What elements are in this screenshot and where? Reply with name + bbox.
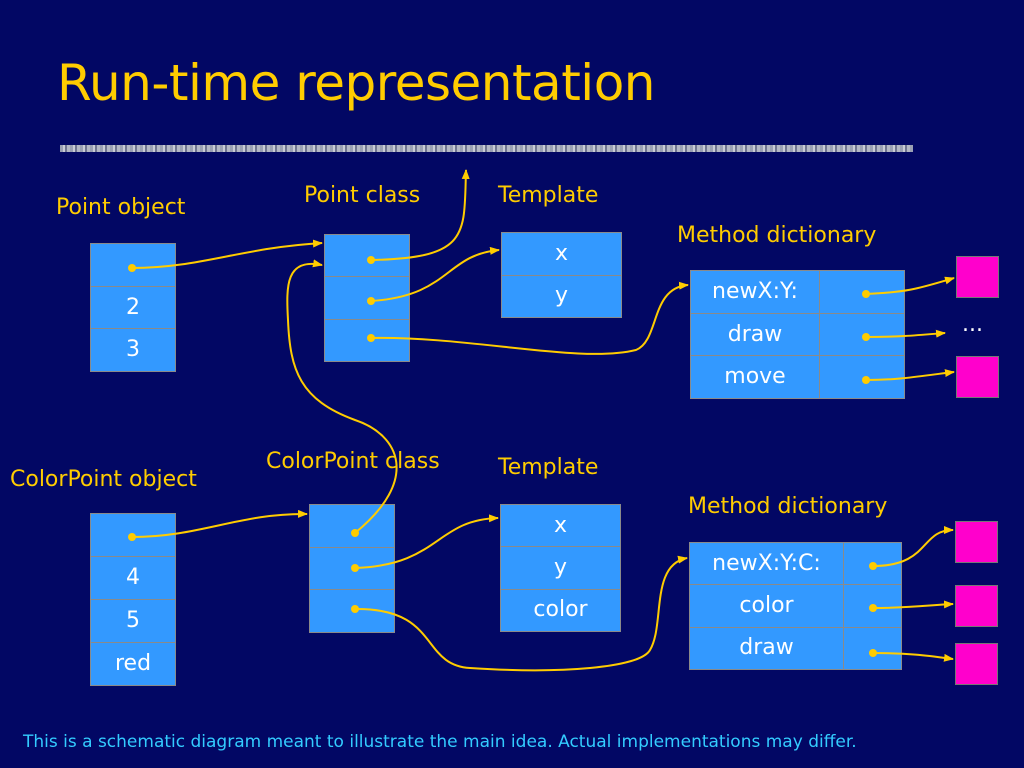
colorpoint-class-superclass-slot	[310, 505, 394, 547]
colorpoint-class	[309, 504, 395, 633]
method-entry: color	[690, 584, 901, 627]
colorpoint-object-field-color: red	[91, 642, 175, 685]
footer-note: This is a schematic diagram meant to ill…	[23, 732, 857, 752]
slide-title: Run-time representation	[57, 54, 655, 112]
method-pointer-arrow	[872, 600, 954, 609]
colorpoint-template: x y color	[500, 504, 621, 632]
class-to-methods-arrow	[354, 555, 688, 672]
method-name: draw	[690, 627, 844, 669]
template-field: y	[502, 274, 621, 317]
method-pointer-arrow	[865, 329, 946, 338]
point-object-field-y: 3	[91, 328, 175, 372]
more-methods-ellipsis: ...	[962, 312, 983, 337]
method-pointer-arrow	[865, 276, 955, 295]
method-entry: move	[691, 355, 904, 399]
colorpoint-method-dictionary: newX:Y:C: color draw	[689, 542, 902, 670]
method-code-block	[956, 356, 999, 398]
point-template: x y	[501, 232, 622, 318]
colorpoint-object-field-y: 5	[91, 599, 175, 642]
method-entry: newX:Y:C:	[690, 543, 901, 585]
method-entry: draw	[690, 626, 901, 669]
template-field: x	[502, 233, 621, 275]
template-field: y	[501, 546, 620, 589]
method-name: draw	[691, 313, 820, 356]
point-class-superclass-slot	[325, 235, 409, 277]
template-label-top: Template	[498, 183, 599, 208]
method-name: color	[690, 585, 844, 627]
method-name: move	[691, 356, 820, 399]
object-to-class-arrow	[131, 239, 323, 269]
method-code-block	[955, 585, 998, 627]
template-field: color	[501, 588, 620, 631]
method-pointer-arrow	[872, 526, 954, 567]
class-to-template-arrow	[354, 514, 499, 569]
template-label-bottom: Template	[498, 455, 599, 480]
point-object-field-x: 2	[91, 285, 175, 329]
method-pointer-arrow	[872, 652, 954, 662]
title-divider	[60, 145, 913, 152]
object-to-class-arrow	[131, 509, 308, 538]
superclass-arrow	[370, 169, 470, 261]
class-to-methods-arrow	[370, 281, 689, 355]
template-field: x	[501, 505, 620, 547]
point-class-label: Point class	[304, 183, 421, 208]
method-dictionary-label-top: Method dictionary	[677, 223, 877, 248]
method-name: newX:Y:C:	[690, 543, 844, 585]
method-dictionary-label-bottom: Method dictionary	[688, 494, 888, 519]
class-to-template-arrow	[370, 246, 500, 302]
method-pointer-arrow	[865, 369, 955, 381]
method-code-block	[956, 256, 999, 298]
method-code-block	[955, 521, 998, 563]
method-name: newX:Y:	[691, 271, 820, 313]
method-code-block	[955, 643, 998, 685]
point-object: 2 3	[90, 243, 176, 372]
colorpoint-object-field-x: 4	[91, 556, 175, 599]
colorpoint-object: 4 5 red	[90, 513, 176, 686]
colorpoint-object-label: ColorPoint object	[10, 467, 197, 492]
point-object-label: Point object	[56, 195, 186, 220]
point-class-methods-slot	[325, 318, 409, 361]
superclass-arrow	[286, 259, 398, 534]
